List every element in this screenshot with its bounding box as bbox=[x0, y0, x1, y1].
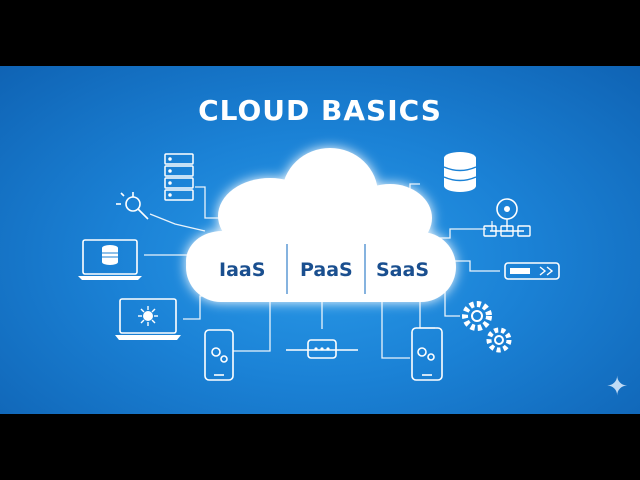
tablet-settings-icon bbox=[204, 329, 234, 381]
gears-icon bbox=[462, 301, 512, 353]
service-dividers bbox=[286, 244, 366, 294]
cloud-shape bbox=[186, 148, 456, 302]
server-rack-icon bbox=[164, 153, 194, 201]
laptop-network-icon bbox=[115, 298, 181, 340]
diagram-canvas: CLOUD BASICS IaaS PaaS SaaS ✦ bbox=[0, 66, 640, 414]
service-label-iaas: IaaS bbox=[219, 259, 266, 281]
service-label-paas: PaaS bbox=[300, 259, 353, 281]
sparkle-icon: ✦ bbox=[606, 371, 628, 401]
phone-settings-icon bbox=[411, 327, 443, 381]
service-label-saas: SaaS bbox=[376, 259, 430, 281]
network-hub-icon bbox=[483, 198, 531, 237]
database-icon bbox=[443, 152, 477, 192]
laptop-database-icon bbox=[78, 239, 142, 280]
diagram-art bbox=[78, 148, 560, 381]
search-key-icon bbox=[116, 192, 149, 220]
storage-drive-icon bbox=[504, 262, 560, 280]
page-title: CLOUD BASICS bbox=[198, 94, 442, 127]
network-switch-icon bbox=[286, 339, 358, 359]
